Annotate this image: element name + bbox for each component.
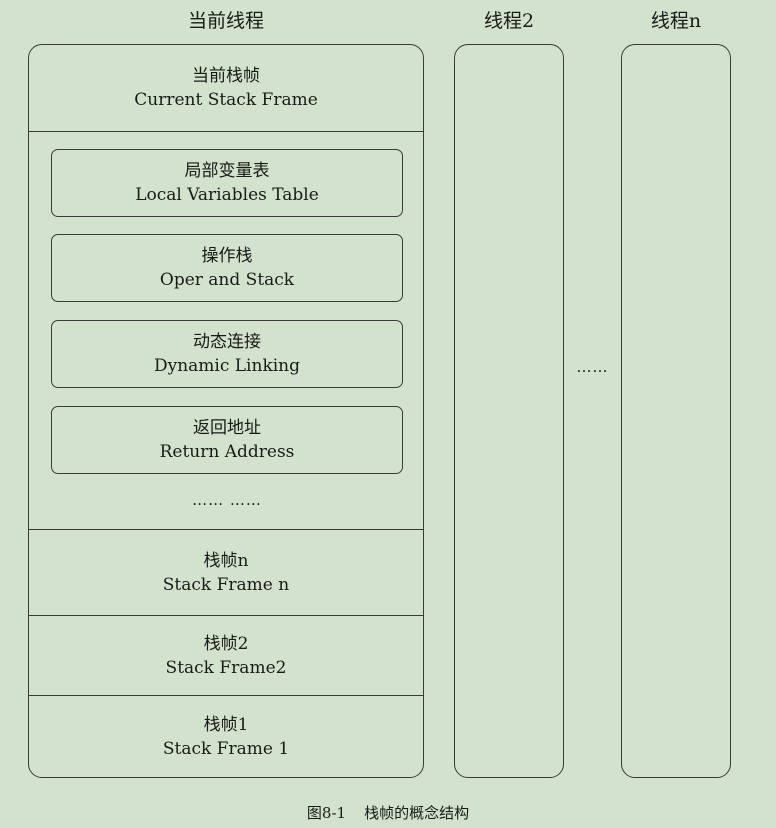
return-address: 返回地址 Return Address	[51, 406, 403, 474]
stack-frame-1: 栈帧1 Stack Frame 1	[29, 695, 423, 777]
local-variables-table-zh: 局部变量表	[184, 161, 270, 181]
current-stack-frame: 当前栈帧 Current Stack Frame	[29, 45, 423, 131]
current-frame-contents	[29, 131, 423, 529]
operand-stack-zh: 操作栈	[201, 246, 253, 266]
current-thread-box: 当前栈帧 Current Stack Frame 局部变量表 Local Var…	[28, 44, 424, 778]
return-address-zh: 返回地址	[193, 418, 261, 438]
inner-ellipsis: …… ……	[192, 491, 262, 509]
operand-stack-en: Oper and Stack	[159, 270, 295, 290]
stack-frame-2: 栈帧2 Stack Frame2	[29, 615, 423, 695]
figure-number: 图8-1	[306, 804, 347, 822]
stack-frame-1-zh: 栈帧1	[203, 714, 249, 735]
stack-frame-2-en: Stack Frame2	[165, 657, 287, 678]
stack-frame-2-zh: 栈帧2	[203, 633, 249, 654]
dynamic-linking-zh: 动态连接	[193, 332, 261, 352]
local-variables-table: 局部变量表 Local Variables Table	[51, 149, 403, 217]
stack-frame-n: 栈帧n Stack Frame n	[29, 529, 423, 615]
stack-frame-n-zh: 栈帧n	[203, 550, 249, 571]
dynamic-linking: 动态连接 Dynamic Linking	[51, 320, 403, 388]
current-stack-frame-en: Current Stack Frame	[134, 90, 318, 110]
figure-title: 栈帧的概念结构	[364, 804, 470, 822]
thread-2-box	[454, 44, 564, 778]
thread-2-title: 线程2	[483, 10, 535, 32]
current-stack-frame-zh: 当前栈帧	[192, 66, 260, 86]
thread-n-title: 线程n	[650, 10, 702, 32]
figure-caption: 图8-1 栈帧的概念结构	[0, 802, 776, 823]
return-address-en: Return Address	[159, 442, 295, 462]
operand-stack: 操作栈 Oper and Stack	[51, 234, 403, 302]
dynamic-linking-en: Dynamic Linking	[153, 356, 301, 376]
local-variables-table-en: Local Variables Table	[135, 185, 319, 205]
threads-ellipsis: ……	[576, 358, 609, 376]
thread-n-box	[621, 44, 731, 778]
stack-frame-1-en: Stack Frame 1	[162, 738, 290, 759]
current-thread-title: 当前线程	[187, 10, 264, 32]
stack-frame-n-en: Stack Frame n	[162, 574, 290, 595]
